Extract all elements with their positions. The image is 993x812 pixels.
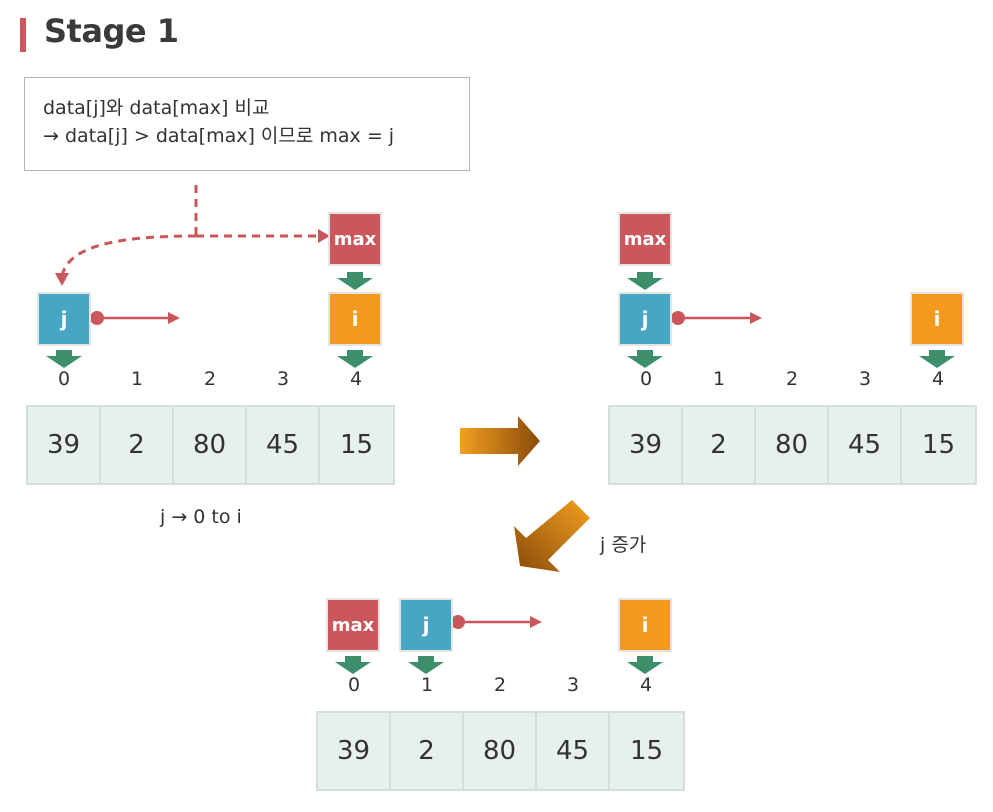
- array-cell: 45: [247, 407, 320, 483]
- dashed-arrowhead-down: [55, 273, 69, 286]
- array-cell: 2: [683, 407, 756, 483]
- note-line-1: data[j]와 data[max] 비교: [43, 97, 270, 119]
- array-cell: 2: [391, 713, 464, 789]
- array-index: 2: [785, 368, 799, 390]
- pointer-j: j: [37, 292, 91, 346]
- array-cell: 15: [629, 736, 664, 766]
- array-index: 4: [931, 368, 945, 390]
- array-index: 1: [130, 368, 144, 390]
- page-title: Stage 1: [44, 12, 179, 50]
- array-cell: 39: [28, 407, 101, 483]
- array-cell: 80: [174, 407, 247, 483]
- array-index: 2: [493, 674, 507, 696]
- array-stage-a: 39 2 80 45 15: [26, 405, 395, 485]
- scan-arrow-2: [671, 311, 762, 325]
- down-arrow-icon: [627, 350, 663, 368]
- increment-caption: j 증가: [600, 534, 647, 556]
- array-index: 3: [566, 674, 580, 696]
- array-index: 3: [858, 368, 872, 390]
- array-cell: 39: [318, 713, 391, 789]
- array-stage-c: 39 2 80 45 15: [316, 711, 685, 791]
- pointer-max: max: [618, 212, 672, 266]
- step-arrow-down-left: [514, 500, 590, 572]
- array-index: 0: [57, 368, 71, 390]
- array-index: 4: [349, 368, 363, 390]
- pointer-j: j: [399, 598, 453, 652]
- pointer-j: j: [618, 292, 672, 346]
- down-arrow-icon: [337, 272, 373, 290]
- array-cell: 15: [339, 430, 374, 460]
- down-arrow-icon: [46, 350, 82, 368]
- array-cell: 39: [610, 407, 683, 483]
- array-index: 2: [203, 368, 217, 390]
- array-index: 0: [347, 674, 361, 696]
- array-cell: 45: [829, 407, 902, 483]
- down-arrow-icon: [627, 272, 663, 290]
- array-cell: 2: [101, 407, 174, 483]
- down-arrow-icon: [335, 656, 371, 674]
- title-accent-bar: [20, 18, 26, 52]
- scan-arrow-1: [90, 311, 180, 325]
- array-index: 1: [420, 674, 434, 696]
- array-cell: 80: [756, 407, 829, 483]
- down-arrow-icon: [408, 656, 444, 674]
- dashed-connector: [60, 185, 318, 277]
- array-index: 1: [712, 368, 726, 390]
- step-arrow-right: [460, 416, 540, 466]
- pointer-i: i: [328, 292, 382, 346]
- array-cell: 45: [537, 713, 610, 789]
- array-index: 4: [639, 674, 653, 696]
- array-stage-b: 39 2 80 45 15: [608, 405, 977, 485]
- array-index: 3: [276, 368, 290, 390]
- pointer-i: i: [618, 598, 672, 652]
- pointer-max: max: [326, 598, 380, 652]
- dashed-arrowhead-right: [318, 229, 330, 243]
- down-arrow-icon: [919, 350, 955, 368]
- range-caption: j → 0 to i: [160, 506, 242, 528]
- note-line-2: → data[j] > data[max] 이므로 max = j: [43, 125, 395, 147]
- explanation-note: data[j]와 data[max] 비교 → data[j] > data[m…: [24, 77, 470, 171]
- pointer-i: i: [910, 292, 964, 346]
- down-arrow-icon: [337, 350, 373, 368]
- array-cell: 15: [921, 430, 956, 460]
- scan-arrow-3: [451, 615, 542, 629]
- pointer-max: max: [328, 212, 382, 266]
- array-cell: 80: [464, 713, 537, 789]
- down-arrow-icon: [627, 656, 663, 674]
- array-index: 0: [639, 368, 653, 390]
